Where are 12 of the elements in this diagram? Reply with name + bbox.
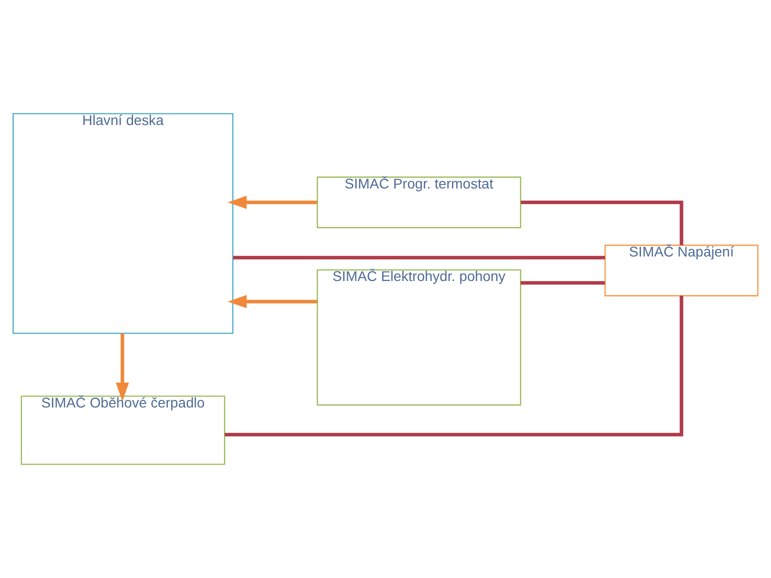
connector [224,296,684,436]
connector [233,256,605,260]
connector [520,281,605,285]
arrow [228,295,318,308]
node-box: SIMAČ Oběhové čerpadlo [20,396,226,465]
node-box: Hlavní deska [12,113,234,334]
connector [520,200,684,246]
arrow [228,196,318,209]
node-box: SIMAČ Progr. termostat [316,176,522,228]
arrow [116,334,129,402]
node-box: SIMAČ Elektrohydr. pohony [316,269,522,406]
node-box: SIMAČ Napájení [604,244,758,296]
